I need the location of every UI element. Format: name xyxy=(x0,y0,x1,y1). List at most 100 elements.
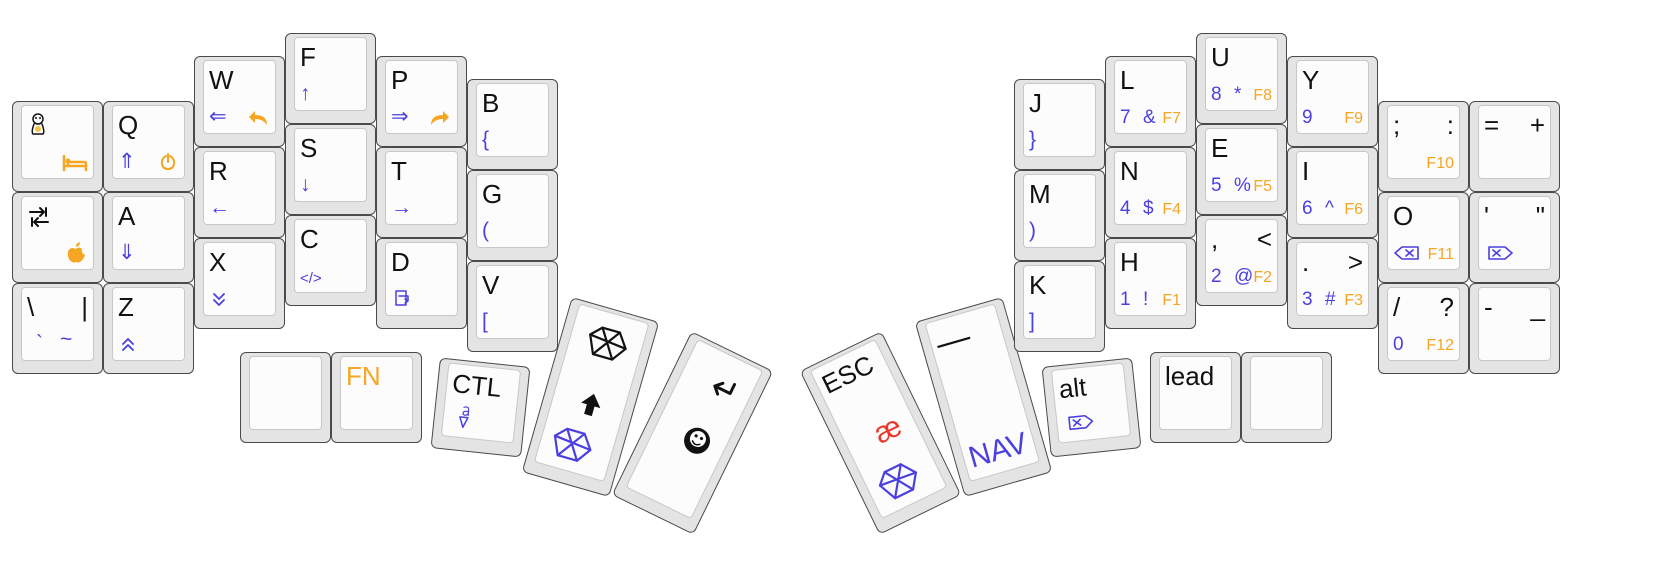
nav-legend: [ xyxy=(482,310,488,333)
primary-legend: alt xyxy=(1057,371,1088,405)
key-top: D xyxy=(385,242,458,316)
function-legend: F8 xyxy=(1253,87,1272,104)
power-icon xyxy=(160,153,176,170)
key-top: -_ xyxy=(1478,287,1551,361)
primary-legend: R xyxy=(209,156,228,186)
function-legend: F6 xyxy=(1344,201,1363,218)
key-a: A⇓ xyxy=(103,192,194,283)
key-top: =+ xyxy=(1478,105,1551,179)
number-legend: 8 xyxy=(1211,84,1222,105)
key-t: T→ xyxy=(376,147,467,238)
primary-legend: C xyxy=(300,224,319,254)
function-legend: F5 xyxy=(1253,178,1272,195)
primary-legend: lead xyxy=(1165,361,1215,391)
number-legend: 2 xyxy=(1211,266,1222,287)
key-w: W⇐ xyxy=(194,56,285,147)
cube-outline-icon xyxy=(878,463,917,500)
double-chevron-up-icon xyxy=(122,338,134,351)
primary-legend: ; xyxy=(1393,110,1401,140)
key-minus: -_ xyxy=(1469,283,1560,374)
unicode-legend: æ xyxy=(868,409,907,451)
key-alt: alt xyxy=(1041,357,1142,458)
shift-arrow-icon xyxy=(581,393,601,417)
paste-icon xyxy=(395,290,409,306)
shift-legend: " xyxy=(1535,201,1545,231)
primary-legend: O xyxy=(1393,201,1414,231)
primary-legend: CTL xyxy=(450,368,503,403)
key-p: P⇒ xyxy=(376,56,467,147)
primary-legend: T xyxy=(391,156,407,186)
primary-legend: = xyxy=(1484,110,1500,140)
number-legend: 5 xyxy=(1211,175,1222,196)
tux-circle-icon xyxy=(684,427,711,454)
shift-legend: _ xyxy=(1530,292,1545,322)
shift-legend: > xyxy=(1347,247,1363,277)
key-period: .>3#F3 xyxy=(1287,238,1378,329)
key-top xyxy=(1250,356,1323,430)
tux-icon xyxy=(31,113,45,135)
primary-legend: D xyxy=(391,247,410,277)
key-blank-right xyxy=(1241,352,1332,443)
key-top: Z xyxy=(112,287,185,361)
key-top: S↓ xyxy=(294,128,367,202)
primary-legend: N xyxy=(1120,156,1139,186)
nav-legend: ⇒ xyxy=(391,105,409,128)
shift-legend: : xyxy=(1446,110,1454,140)
nav-legend: ⇓ xyxy=(118,241,136,264)
function-legend: F12 xyxy=(1426,337,1454,354)
shift-legend: ? xyxy=(1439,292,1454,322)
primary-legend: Y xyxy=(1302,65,1320,95)
key-top: V[ xyxy=(476,265,549,339)
primary-legend: Q xyxy=(118,110,139,140)
key-d: D xyxy=(376,238,467,329)
primary-legend: E xyxy=(1211,133,1229,163)
key-top: P⇒ xyxy=(385,60,458,134)
nav-legend: ) xyxy=(1029,219,1036,242)
primary-legend: M xyxy=(1029,179,1051,209)
primary-legend: U xyxy=(1211,42,1230,72)
number-legend: 3 xyxy=(1302,289,1313,310)
symbol-legend: & xyxy=(1143,107,1156,128)
number-legend: 7 xyxy=(1120,107,1131,128)
key-top: CTL xyxy=(440,362,522,444)
key-top: Q⇑ xyxy=(112,105,185,179)
nav-legend: ( xyxy=(482,219,489,242)
primary-legend: H xyxy=(1120,247,1139,277)
symbol-legend: % xyxy=(1234,175,1251,196)
key-e: E 5%F5 xyxy=(1196,124,1287,215)
key-thumb-shift xyxy=(521,296,660,498)
double-chevron-down-icon xyxy=(213,293,225,306)
shift-legend: | xyxy=(81,292,88,322)
key-x: X xyxy=(194,238,285,329)
nav-legend: ⇐ xyxy=(209,105,227,128)
shift-legend: + xyxy=(1529,110,1545,140)
delete-icon xyxy=(1068,414,1094,431)
key-top: J} xyxy=(1023,83,1096,157)
key-semicolon: ;:F10 xyxy=(1378,101,1469,192)
key-top xyxy=(249,356,322,430)
key-top: lead xyxy=(1159,356,1232,430)
key-top: M) xyxy=(1023,174,1096,248)
key-top: X xyxy=(203,242,276,316)
key-top: E 5%F5 xyxy=(1205,128,1278,202)
key-r: R← xyxy=(194,147,285,238)
key-top xyxy=(21,196,94,270)
primary-legend: L xyxy=(1120,65,1135,95)
key-f: F↑ xyxy=(285,33,376,124)
primary-legend: I xyxy=(1302,156,1310,186)
nav-legend: ← xyxy=(209,196,230,219)
key-equals: =+ xyxy=(1469,101,1560,192)
key-top: K] xyxy=(1023,265,1096,339)
nav-legend-2: ~ xyxy=(60,328,73,351)
number-legend: 6 xyxy=(1302,198,1313,219)
key-c: C</> xyxy=(285,215,376,306)
